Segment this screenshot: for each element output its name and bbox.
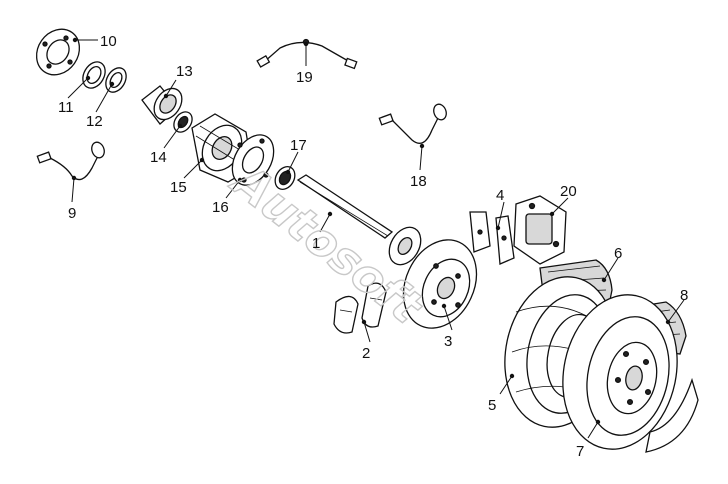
callout-20: 20 — [560, 183, 577, 200]
callout-dots — [71, 37, 671, 425]
part-4-brake-pads — [469, 211, 515, 265]
callout-8: 8 — [680, 287, 688, 304]
part-20-caliper — [513, 195, 567, 265]
callout-labels: 10 11 12 13 14 15 16 17 9 18 19 1 2 3 4 … — [58, 33, 688, 460]
part-7-outer-rim — [562, 294, 678, 450]
part-18-sensor — [378, 103, 447, 144]
callout-4: 4 — [496, 187, 504, 204]
part-10-flange-seal — [35, 28, 81, 76]
callout-18: 18 — [410, 173, 427, 190]
leader-lines — [67, 39, 685, 439]
callout-19: 19 — [296, 69, 313, 86]
callout-17: 17 — [290, 137, 307, 154]
callout-15: 15 — [170, 179, 187, 196]
callout-5: 5 — [488, 397, 496, 414]
part-16-flange-ring — [231, 134, 275, 186]
part-1-axle-shaft — [296, 174, 422, 266]
part-12-ring — [105, 67, 127, 93]
callout-12: 12 — [86, 113, 103, 130]
part-2-brake-shoes — [333, 282, 387, 334]
callout-2: 2 — [362, 345, 370, 362]
part-9-sensor — [36, 141, 105, 181]
callout-10: 10 — [100, 33, 117, 50]
callout-1: 1 — [312, 235, 320, 252]
part-13-bearing-cup — [141, 85, 183, 125]
part-11-ring — [82, 61, 106, 89]
callout-16: 16 — [212, 199, 229, 216]
callout-6: 6 — [614, 245, 622, 262]
callout-14: 14 — [150, 149, 167, 166]
callout-13: 13 — [176, 63, 193, 80]
callout-9: 9 — [68, 205, 76, 222]
part-3-hub — [402, 239, 478, 329]
callout-3: 3 — [444, 333, 452, 350]
part-19-brake-line — [256, 38, 358, 70]
callout-7: 7 — [576, 443, 584, 460]
callout-11: 11 — [58, 99, 74, 116]
